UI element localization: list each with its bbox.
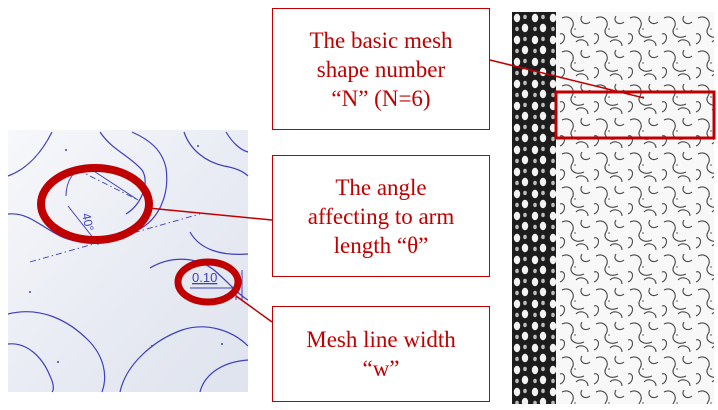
callout-angle-line-1: The angle [335, 174, 427, 200]
stent-side-view [512, 12, 556, 404]
angle-dimension-label: 40° [79, 212, 97, 233]
callout-mesh-line-1: The basic mesh [309, 27, 453, 53]
mesh-unit-highlight-box [554, 90, 716, 140]
leader-lines [147, 59, 645, 323]
construction-lines [29, 169, 201, 263]
leader-line-width [235, 295, 273, 323]
angle-highlight-ellipse [37, 164, 153, 244]
callout-mesh-line-2: shape number [316, 56, 446, 82]
callout-width-line-2: “w” [362, 356, 400, 381]
width-dimension-label: 0.10 [192, 270, 217, 285]
callout-width-line-1: Mesh line width [306, 327, 456, 352]
leader-line-angle [147, 207, 273, 221]
callout-angle-line-3: length “θ” [333, 232, 429, 258]
callout-mesh-line-3: “N” (N=6) [331, 85, 431, 111]
callout-line-width: Mesh line width “w” [272, 306, 490, 402]
callout-angle-line-2: affecting to arm [307, 203, 455, 229]
callout-mesh-shape-number: The basic mesh shape number “N” (N=6) [272, 8, 490, 130]
width-highlight-ellipse [174, 258, 242, 306]
callout-angle: The angle affecting to arm length “θ” [272, 155, 490, 277]
leader-line-mesh-number [489, 59, 645, 99]
mesh-unrolled-pattern [556, 12, 714, 404]
sketch-points [29, 145, 223, 363]
stent-mesh-view [512, 12, 716, 404]
cad-sketch: 40° 0.10 [7, 130, 249, 393]
